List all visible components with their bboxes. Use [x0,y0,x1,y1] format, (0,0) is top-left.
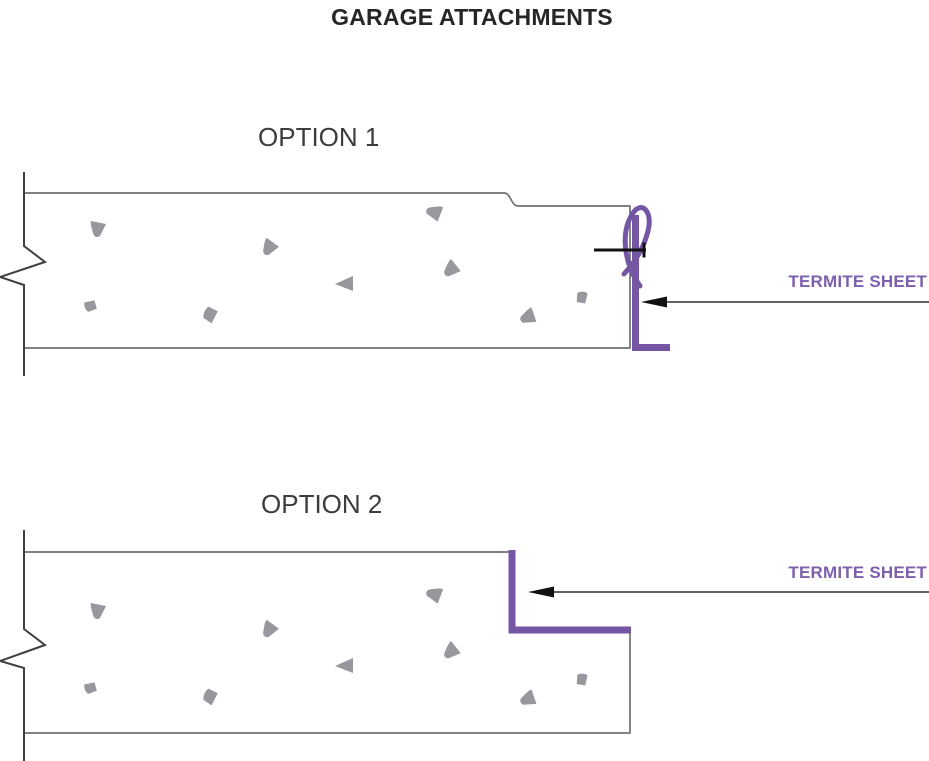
option-1-detail [0,172,929,376]
termite-sheet-option-1 [632,215,670,351]
slab-outline-option-1 [24,192,631,349]
break-line-option-1 [0,172,48,376]
option-2-label: OPTION 2 [261,489,383,519]
termite-sheet-callout-1: TERMITE SHEET [788,272,927,291]
termite-sheet-loop [621,205,652,289]
leader-arrowhead-icon-1 [641,296,667,308]
break-line-option-2 [0,530,48,761]
termite-sheet-option-2 [508,550,631,634]
page-title: GARAGE ATTACHMENTS [331,4,613,30]
termite-sheet-callout-2: TERMITE SHEET [788,563,927,582]
aggregate-option-1 [83,204,590,328]
leader-arrowhead-icon-2 [528,586,554,598]
option-1-label: OPTION 1 [258,122,380,152]
slab-outline-option-2 [24,633,631,734]
option-2-detail [0,530,929,761]
